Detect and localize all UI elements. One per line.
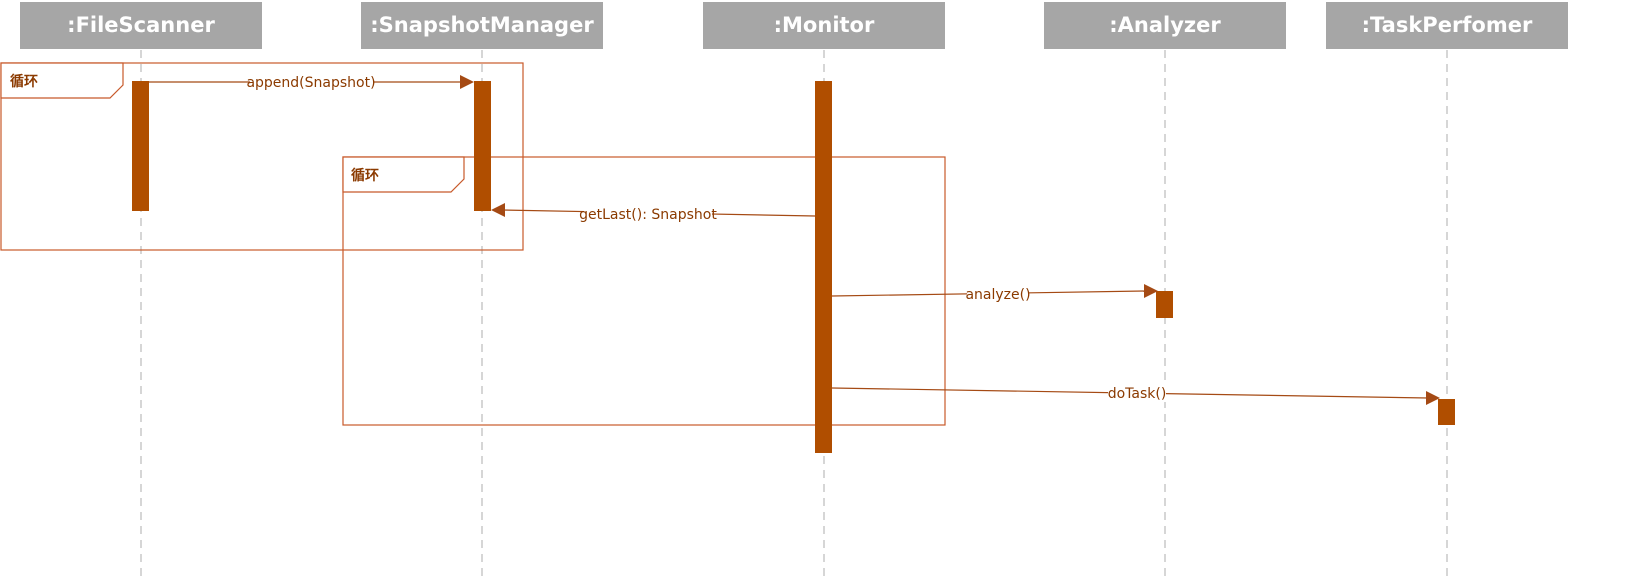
activation-taskperfomer — [1438, 399, 1455, 425]
loop-label: 循环 — [351, 167, 379, 184]
message-label-bg — [584, 205, 712, 223]
activation-snapshotmanager — [474, 81, 491, 211]
message-label: analyze() — [965, 287, 1030, 303]
message-label-bg — [1108, 384, 1166, 402]
participant-monitor: :Monitor — [703, 2, 945, 49]
participant-header-box — [361, 2, 603, 49]
message-arrowhead — [460, 75, 474, 89]
message-getlast: getLast(): Snapshot — [491, 203, 816, 223]
participant-name: :Monitor — [774, 13, 875, 37]
activation-analyzer — [1156, 291, 1173, 318]
participant-header-box — [20, 2, 262, 49]
message-label: append(Snapshot) — [246, 75, 375, 91]
participant-snapshotmanager: :SnapshotManager — [361, 2, 603, 49]
participant-analyzer: :Analyzer — [1044, 2, 1286, 49]
message-label: getLast(): Snapshot — [579, 207, 717, 223]
loop-frame — [342, 156, 946, 426]
message-label: doTask() — [1108, 386, 1167, 402]
message-append: append(Snapshot) — [149, 73, 474, 91]
message-arrowhead — [1144, 284, 1158, 298]
participant-header-box — [1326, 2, 1568, 49]
message-arrowhead — [491, 203, 505, 217]
participant-taskperfomer: :TaskPerfomer — [1326, 2, 1568, 49]
activation-monitor — [815, 81, 832, 453]
participant-name: :TaskPerfomer — [1362, 13, 1533, 37]
participant-header-box — [1044, 2, 1286, 49]
message-label-bg — [967, 285, 1029, 303]
participant-filescanner: :FileScanner — [20, 2, 262, 49]
loop-label: 循环 — [10, 73, 38, 90]
participant-name: :Analyzer — [1109, 13, 1221, 37]
participant-name: :FileScanner — [67, 13, 215, 37]
message-arrowhead — [1426, 391, 1440, 405]
message-label-bg — [250, 73, 373, 91]
loop-frame-tab — [0, 62, 124, 99]
activation-filescanner — [132, 81, 149, 211]
message-dotask: doTask() — [831, 384, 1440, 405]
loop-fragment-outer: 循环 — [0, 62, 524, 251]
participant-header-box — [703, 2, 945, 49]
message-analyze: analyze() — [831, 284, 1158, 303]
loop-frame-tab — [342, 156, 465, 193]
participant-name: :SnapshotManager — [370, 13, 594, 37]
loop-fragment-inner: 循环 — [342, 156, 946, 426]
